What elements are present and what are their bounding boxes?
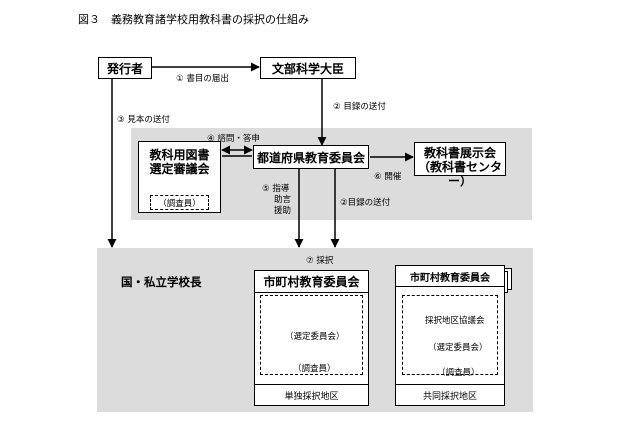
prefecture-box: 都道府県教育委員会 (253, 145, 369, 169)
edge-guidance: ⑤ 指導 助言 援助 (262, 184, 291, 217)
edge-exhibition: ⑥ 開催 (374, 172, 402, 182)
edge-samples: ③ 見本の送付 (117, 115, 170, 125)
minister-box: 文部科学大臣 (260, 57, 356, 79)
edge-guidance-line2: 助言 (274, 195, 292, 205)
joint-council: 採択地区協議会 (425, 316, 485, 326)
joint-district-footer: 共同採択地区 (395, 384, 505, 406)
joint-district-inner (402, 295, 498, 375)
edge-guidance-line3: 援助 (274, 206, 292, 216)
publisher-box: 発行者 (98, 57, 152, 79)
single-district-inner (260, 295, 363, 375)
joint-selection-committee: （選定委員会） (428, 343, 488, 353)
exhibit-line2: （教科書センター） (417, 160, 502, 188)
single-district-footer: 単独採択地区 (254, 384, 369, 406)
edge-guidance-line1: ⑤ 指導 (262, 184, 290, 194)
minister-label: 文部科学大臣 (271, 61, 344, 76)
council-box: 教科用図書 選定審議会 (138, 141, 221, 213)
council-investigator-label: （調査員） (158, 198, 201, 209)
municipal-board-label: 市町村教育委員会 (254, 271, 369, 293)
joint-district-footer-text: 共同採択地区 (422, 392, 477, 402)
figure-title: 図３ 義務教育諸学校用教科書の採択の仕組み (78, 13, 309, 26)
edge-consultation: ④ 諮問・答申 (207, 134, 260, 144)
joint-investigator: （調査員） (437, 368, 480, 378)
edge-catalog-1: ② 目録の送付 (333, 102, 386, 112)
prefecture-label: 都道府県教育委員会 (256, 150, 365, 165)
joint-board-text: 市町村教育委員会 (410, 272, 490, 284)
exhibit-line1: 教科書展示会 (423, 146, 496, 160)
joint-board-label: 市町村教育委員会 (395, 265, 505, 287)
municipal-board-text: 市町村教育委員会 (263, 275, 360, 289)
mun-selection-committee: （選定委員会） (285, 332, 345, 342)
mun-investigator: （調査員） (293, 364, 336, 374)
single-district-footer-text: 単独採択地区 (284, 392, 339, 402)
publisher-label: 発行者 (106, 61, 143, 76)
exhibit-box: 教科書展示会 （教科書センター） (414, 142, 506, 188)
edge-notification: ① 書目の届出 (176, 74, 229, 84)
edge-adoption: ⑦ 採択 (306, 256, 334, 266)
council-investigator: （調査員） (150, 195, 209, 210)
council-title: 教科用図書 選定審議会 (139, 148, 220, 176)
council-title-line2: 選定審議会 (149, 162, 210, 176)
council-title-line1: 教科用図書 (149, 148, 210, 162)
edge-catalog-2: ②目録の送付 (340, 198, 391, 208)
private-principal-label: 国・私立学校長 (121, 275, 202, 289)
